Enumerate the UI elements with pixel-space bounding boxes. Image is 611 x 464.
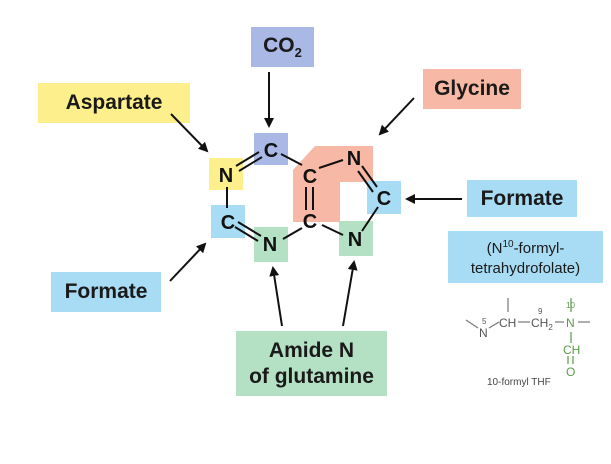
arrow-aspartate (170, 113, 209, 153)
thf-line1: (N10-formyl- (487, 235, 565, 259)
arrow-formate-left (169, 242, 207, 282)
co2-subscript: 2 (294, 45, 302, 61)
c8-highlight (367, 181, 401, 214)
atom-c4: C (303, 166, 317, 188)
thf-line1-sup: 10 (502, 239, 514, 250)
co2-label: CO2 (251, 27, 314, 67)
thf-caption: 10-formyl THF (487, 377, 551, 388)
aspartate-label: Aspartate (38, 83, 190, 123)
glutamine-label: Amide N of glutamine (236, 331, 387, 396)
glycine-label: Glycine (423, 69, 521, 109)
thf-n10-num: 10 (566, 301, 575, 310)
arrow-glycine (378, 97, 415, 136)
atom-n9: N (348, 229, 362, 251)
atom-c8: C (377, 188, 391, 210)
thf-ch2-main: CH (531, 316, 548, 330)
aspartate-text: Aspartate (65, 91, 163, 114)
n3-highlight (254, 227, 288, 262)
source-arrows (169, 72, 462, 327)
thf-cho-o: O (566, 365, 575, 379)
arrow-glutamine-n9 (342, 260, 358, 327)
thf-label: (N10-formyl- tetrahydrofolate) (448, 231, 603, 283)
c2-formate-highlight (211, 205, 245, 238)
atom-c6: C (221, 212, 235, 234)
thf-line1-pre: (N (486, 240, 503, 257)
c2-highlight (254, 133, 288, 165)
atom-n7: N (347, 148, 361, 170)
thf-ch2-sub: 2 (548, 323, 553, 332)
formate-label-left: Formate (51, 272, 161, 312)
thf-line1-post: -formyl- (513, 240, 565, 257)
thf-structure: 5 N CH 9 CH2 10 N CH O (465, 298, 590, 379)
glycine-text: Glycine (434, 77, 510, 100)
co2-main: CO (263, 33, 295, 57)
formate-right-text: Formate (480, 186, 564, 210)
atom-n3: N (263, 234, 277, 256)
ring-bonds (226, 151, 379, 242)
atom-c2: C (264, 140, 278, 162)
amide-line1: Amide N (268, 338, 355, 362)
thf-c9-num: 9 (538, 307, 543, 316)
formate-left-text: Formate (64, 280, 148, 303)
thf-line2: tetrahydrofolate) (470, 260, 581, 277)
thf-ch2: CH2 (531, 316, 553, 332)
thf-cho-ch: CH (563, 343, 580, 357)
co2-text: CO2 (263, 34, 302, 60)
formate-label-right: Formate (467, 180, 577, 217)
n1-highlight (209, 158, 243, 190)
thf-n5-num: 5 (482, 317, 487, 326)
thf-n5: N (479, 326, 488, 340)
atom-c5: C (303, 211, 317, 233)
thf-ch: CH (499, 316, 516, 330)
amide-line2: of glutamine (249, 364, 374, 388)
atom-n1: N (219, 165, 233, 187)
n9-highlight (339, 221, 373, 256)
thf-n10: N (566, 316, 575, 330)
arrow-glutamine-n3 (269, 266, 283, 327)
ring-atoms: N C C N C C N C N (219, 140, 391, 256)
